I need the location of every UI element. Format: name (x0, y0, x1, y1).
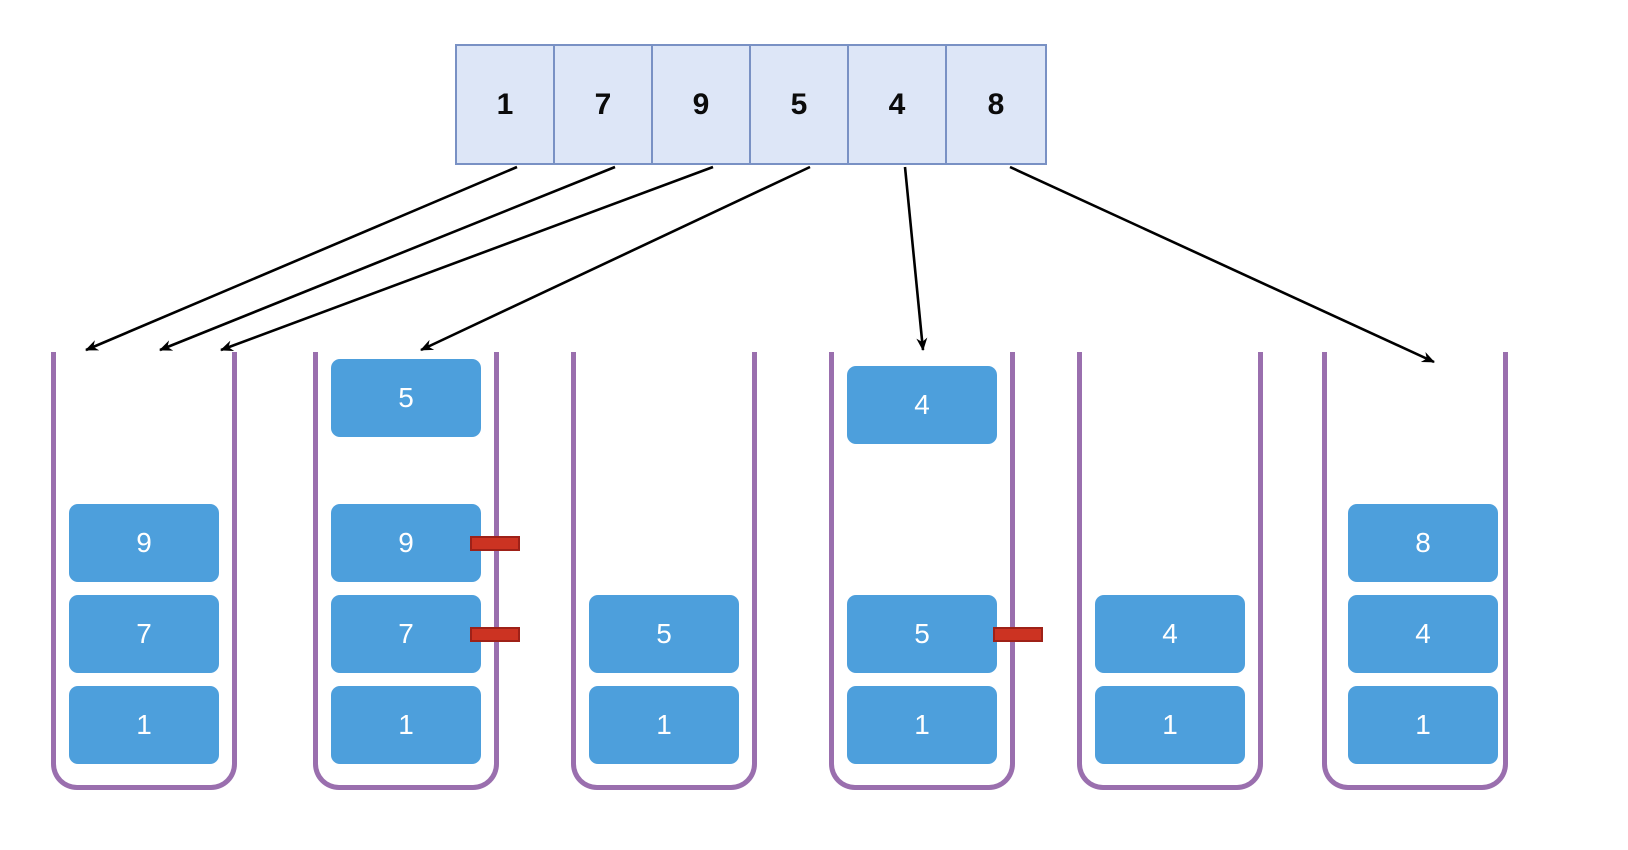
stack-1-container: 9 7 1 (51, 352, 237, 790)
arrow-4-to-stack-4 (903, 166, 928, 351)
stack-1-item-1[interactable]: 7 (69, 595, 219, 673)
stack-4-pop-mark-5 (993, 627, 1043, 642)
stack-2-item-0[interactable]: 9 (331, 504, 481, 582)
input-array: 1 7 9 5 4 8 (455, 44, 1047, 165)
stack-2-pop-mark-9 (470, 536, 520, 551)
stack-2-pop-mark-7 (470, 627, 520, 642)
stack-6-item-0[interactable]: 8 (1348, 504, 1498, 582)
stack-3-item-1[interactable]: 1 (589, 686, 739, 764)
array-cell-5[interactable]: 8 (947, 46, 1045, 163)
array-cell-0[interactable]: 1 (457, 46, 555, 163)
arrow-9-to-stack-1 (220, 165, 714, 352)
stack-4-floating-item[interactable]: 4 (847, 366, 997, 444)
stack-1-item-0[interactable]: 9 (69, 504, 219, 582)
stack-5-item-0[interactable]: 4 (1095, 595, 1245, 673)
stack-4-container: 4 5 1 (829, 352, 1043, 790)
array-cell-3[interactable]: 5 (751, 46, 849, 163)
stack-2-item-2[interactable]: 1 (331, 686, 481, 764)
stack-6-container: 8 4 1 (1322, 352, 1508, 790)
arrow-7-to-stack-1 (159, 165, 616, 352)
stack-2-container: 5 9 7 1 (313, 352, 520, 790)
arrow-5-to-stack-2 (420, 165, 811, 352)
stack-5-item-1[interactable]: 1 (1095, 686, 1245, 764)
stack-6-item-1[interactable]: 4 (1348, 595, 1498, 673)
stack-4-item-0[interactable]: 5 (847, 595, 997, 673)
stack-4-item-1[interactable]: 1 (847, 686, 997, 764)
arrow-1-to-stack-1 (85, 165, 518, 352)
stack-6-item-2[interactable]: 1 (1348, 686, 1498, 764)
stack-2-item-1[interactable]: 7 (331, 595, 481, 673)
arrow-8-to-stack-6 (1009, 165, 1435, 364)
stack-5-container: 4 1 (1077, 352, 1263, 790)
stack-3-container: 5 1 (571, 352, 757, 790)
array-cell-1[interactable]: 7 (555, 46, 653, 163)
array-cell-2[interactable]: 9 (653, 46, 751, 163)
stack-3-item-0[interactable]: 5 (589, 595, 739, 673)
array-cell-4[interactable]: 4 (849, 46, 947, 163)
stack-1-item-2[interactable]: 1 (69, 686, 219, 764)
stack-2-floating-item[interactable]: 5 (331, 359, 481, 437)
